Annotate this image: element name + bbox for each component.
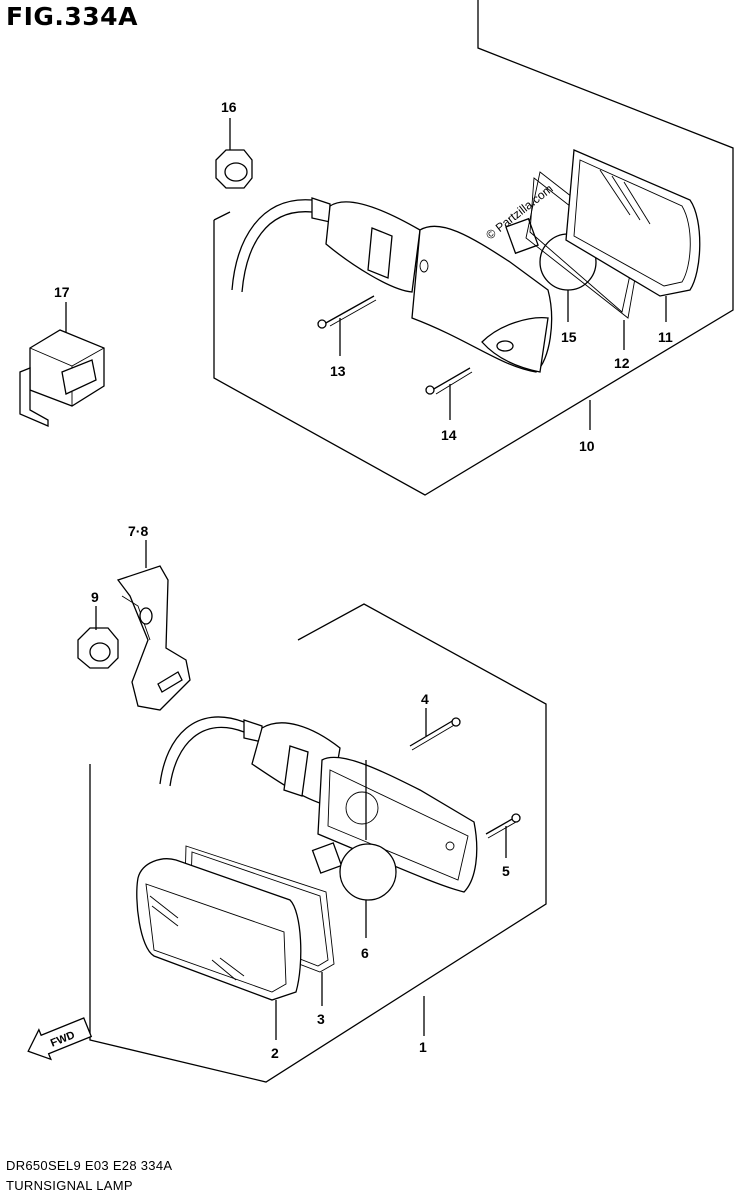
part-6-bulb bbox=[311, 842, 397, 938]
figure-title: FIG.334A bbox=[6, 2, 138, 31]
callout-7-8: 7·8 bbox=[128, 523, 148, 539]
part-11-lens bbox=[565, 149, 701, 322]
callout-12: 12 bbox=[614, 355, 630, 371]
callout-10: 10 bbox=[579, 438, 595, 454]
part-16-nut bbox=[215, 118, 253, 189]
callout-14: 14 bbox=[441, 427, 457, 443]
part-13-screw bbox=[317, 295, 377, 356]
model-code: DR650SEL9 E03 E28 334A bbox=[6, 1158, 173, 1173]
callout-17: 17 bbox=[54, 284, 70, 300]
callout-5: 5 bbox=[502, 863, 510, 879]
callout-11: 11 bbox=[658, 329, 673, 345]
upper-assembly-frame bbox=[213, 0, 734, 496]
callout-1: 1 bbox=[419, 1039, 427, 1055]
part-9-nut bbox=[77, 606, 119, 669]
callout-6: 6 bbox=[361, 945, 369, 961]
callout-2: 2 bbox=[271, 1045, 279, 1061]
part-5-screw bbox=[485, 813, 521, 858]
lower-assembly-frame bbox=[89, 603, 547, 1083]
section-name: TURNSIGNAL LAMP bbox=[6, 1178, 133, 1193]
callout-4: 4 bbox=[421, 691, 429, 707]
callout-3: 3 bbox=[317, 1011, 325, 1027]
part-7-8-bracket bbox=[116, 540, 191, 711]
callout-9: 9 bbox=[91, 589, 99, 605]
callout-16: 16 bbox=[221, 99, 237, 115]
fwd-arrow-icon: FWD bbox=[27, 1017, 93, 1061]
callout-13: 13 bbox=[330, 363, 346, 379]
part-2-lens bbox=[136, 858, 302, 1040]
callout-15: 15 bbox=[561, 329, 577, 345]
part-10-lamp-body bbox=[231, 197, 553, 373]
part-14-screw bbox=[425, 367, 473, 420]
part-4-screw bbox=[409, 708, 461, 751]
part-17-relay bbox=[19, 302, 105, 427]
part-1-lamp-body bbox=[159, 716, 478, 893]
